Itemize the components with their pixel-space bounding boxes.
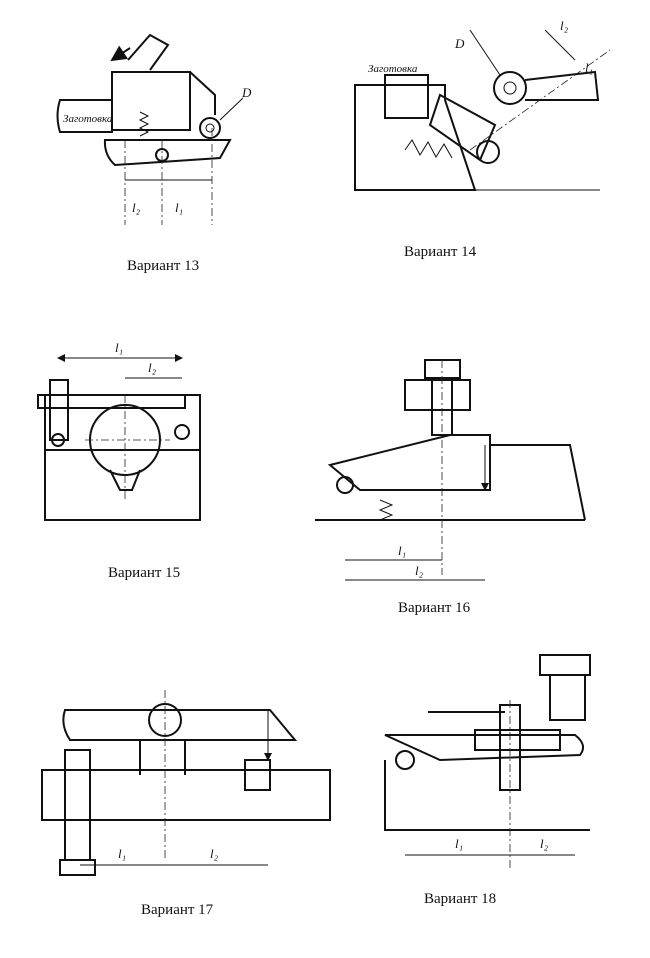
variant-13-caption: Вариант 13 [127, 258, 200, 274]
variant-14-caption: Вариант 14 [404, 244, 477, 260]
variant-14-l1-label: l₁ [585, 60, 593, 75]
variant-18-l2-label: l₂ [540, 836, 549, 851]
variant-15-l1-label: l₁ [115, 340, 123, 355]
variant-15-l2-label: l₂ [148, 360, 157, 375]
variant-17-l1-label: l₁ [118, 846, 126, 861]
variant-15-caption: Вариант 15 [108, 565, 181, 581]
variant-17-l2-label: l₂ [210, 846, 219, 861]
variant-13-l1-label: l₁ [175, 200, 183, 215]
variant-18-drawing: l₁ l₂ [384, 654, 591, 870]
variant-13-d-label: D [241, 85, 252, 100]
variant-17-drawing: l₁ l₂ [41, 690, 331, 876]
variant-14-workpiece-label: Заготовка [368, 63, 418, 75]
variant-13-workpiece-label: Заготовка [63, 113, 113, 125]
variant-18-caption: Вариант 18 [424, 891, 497, 907]
variant-14-drawing: Заготовка D l₂ l₁ [354, 18, 611, 191]
variant-16-l2-label: l₂ [415, 563, 424, 578]
variant-18-l1-label: l₁ [455, 836, 463, 851]
variant-15-drawing: l₁ l₂ [37, 340, 201, 521]
variant-13-l2-label: l₂ [132, 200, 141, 215]
variant-14-d-label: D [454, 36, 465, 51]
variant-17-caption: Вариант 17 [141, 902, 214, 918]
variant-14-l2-label: l₂ [560, 18, 569, 33]
variant-16-drawing: l₁ l₂ [315, 359, 586, 581]
variant-16-l1-label: l₁ [398, 543, 406, 558]
variant-13-drawing: Заготовка l₂ l₁ D [56, 33, 252, 225]
variant-16-caption: Вариант 16 [398, 600, 471, 616]
